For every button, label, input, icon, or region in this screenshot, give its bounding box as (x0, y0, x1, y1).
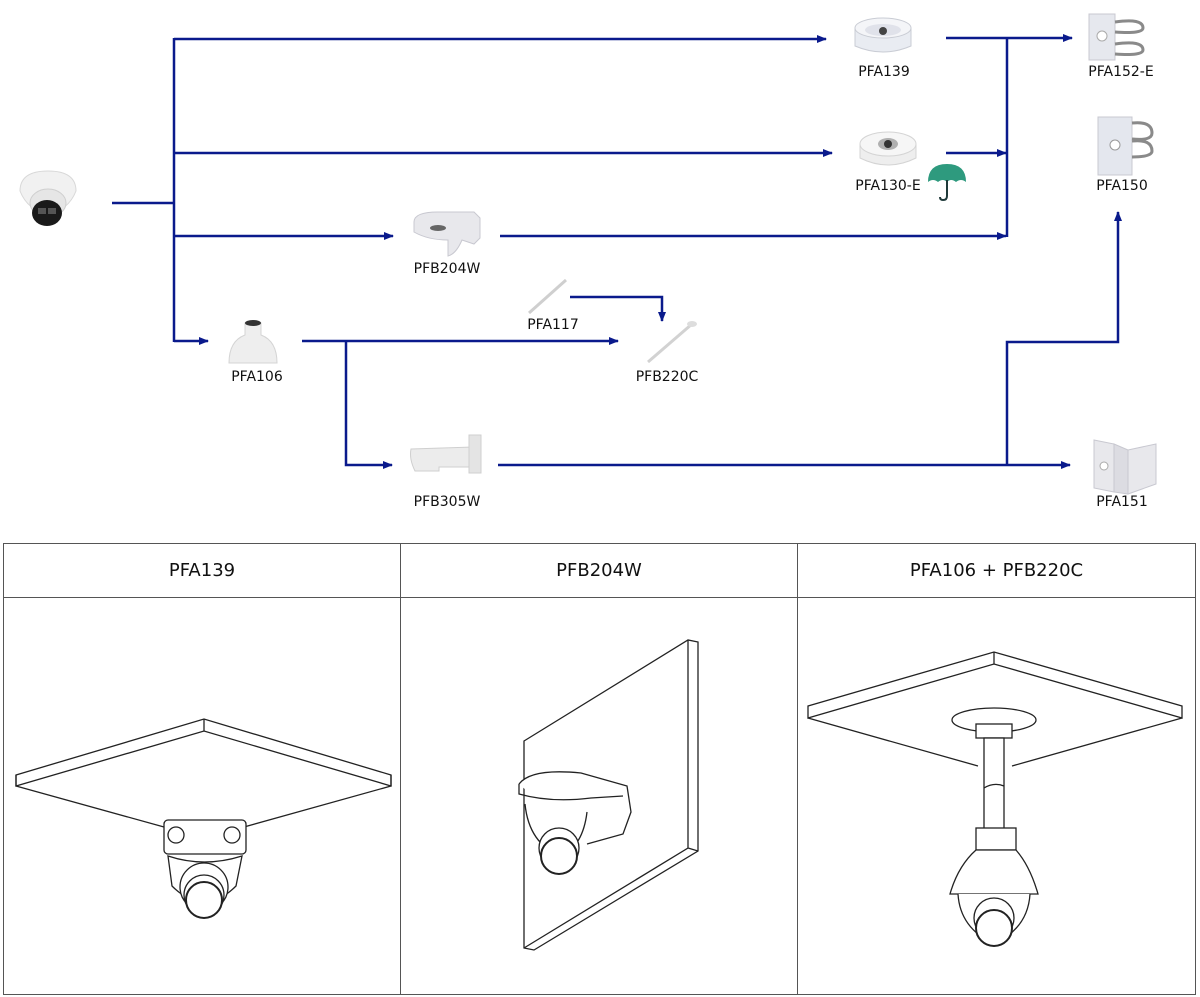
product-label-pfa117: PFA117 (527, 317, 579, 333)
extension-pole-icon (528, 278, 567, 315)
mounting-flow-diagram (19, 13, 1157, 495)
umbrella-icon (928, 164, 966, 202)
arrow-to-pfb305w (344, 341, 393, 469)
product-label-pfb204w: PFB204W (413, 261, 481, 277)
table-header: PFA106 + PFB220C (798, 544, 1195, 598)
wall-mount-bracket-drawing (401, 598, 798, 994)
product-label-pfa130e: PFA130-E (855, 178, 921, 194)
pendant-ceiling-mount-drawing (798, 598, 1195, 994)
product-label-pfb220c: PFB220C (635, 369, 699, 385)
mount-adapter-icon (228, 320, 278, 364)
product-label-pfb305w: PFB305W (413, 494, 481, 510)
product-label-pfa152e: PFA152-E (1088, 64, 1154, 80)
connector-lines (112, 34, 1122, 469)
ceiling-mount-junction-box-drawing (4, 598, 401, 994)
table-header: PFB204W (401, 544, 798, 598)
table-header: PFA139 (4, 544, 401, 598)
wall-mount-bracket-icon (413, 211, 481, 257)
junction-box-icon (859, 131, 917, 166)
product-label-pfa139: PFA139 (858, 64, 910, 80)
wall-bracket-icon (410, 434, 482, 474)
arrow-to-pfa150 (1005, 211, 1122, 465)
junction-box-icon (854, 17, 912, 53)
corner-mount-icon (1093, 439, 1157, 495)
installation-table: PFA139 PFB204W PFA106 + PFB220C (3, 543, 1196, 995)
dome-camera-icon (19, 170, 77, 226)
ceiling-pole-icon (647, 321, 697, 364)
product-label-pfa151: PFA151 (1096, 494, 1148, 510)
product-label-pfa106: PFA106 (231, 369, 283, 385)
pole-mount-icon (1088, 13, 1145, 61)
product-label-pfa150: PFA150 (1096, 178, 1148, 194)
pole-mount-icon (1097, 116, 1154, 176)
arrow-pfa117-to-pfb220c (570, 295, 666, 322)
